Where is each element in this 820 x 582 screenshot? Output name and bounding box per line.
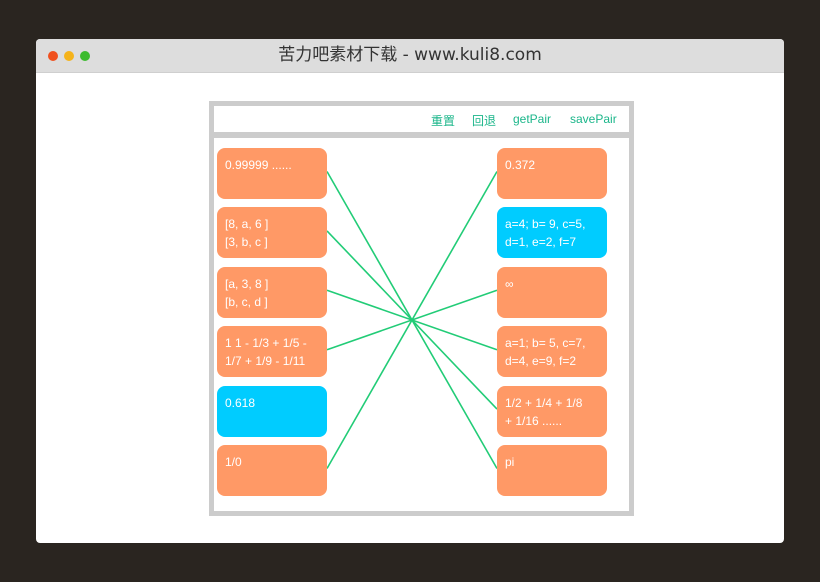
maximize-dot-icon[interactable] (80, 51, 90, 61)
connection-lines (326, 171, 498, 469)
right-item[interactable]: 1/2 + 1/4 + 1/8 + 1/16 ...... (497, 385, 607, 437)
close-dot-icon[interactable] (48, 51, 58, 61)
left-item[interactable]: 0.618 (217, 385, 327, 437)
right-item[interactable]: pi (497, 445, 607, 496)
toolbar: 重置 回退 getPair savePair (214, 106, 629, 138)
right-item[interactable]: a=1; b= 5, c=7, d=4, e=9, f=2 (497, 326, 607, 378)
left-item-text: 0.99999 ...... (225, 158, 292, 172)
right-item-text: a=4; b= 9, c=5, d=1, e=2, f=7 (505, 217, 586, 250)
minimize-dot-icon[interactable] (64, 51, 74, 61)
right-item[interactable]: ∞ (497, 266, 607, 318)
get-pair-button[interactable]: getPair (513, 112, 552, 126)
save-pair-button[interactable]: savePair (570, 112, 617, 126)
matching-panel: 重置 回退 getPair savePair 0.99999 ...... [8,… (209, 101, 634, 516)
left-item[interactable]: [a, 3, 8 ] [b, c, d ] (217, 266, 327, 318)
right-item-text: ∞ (505, 276, 514, 291)
right-item-text: 1/2 + 1/4 + 1/8 + 1/16 ...... (505, 395, 583, 428)
window-titlebar: 苦力吧素材下载 - www.kuli8.com (36, 39, 784, 73)
connection-line (326, 171, 498, 469)
reset-button[interactable]: 重置 (431, 114, 456, 128)
left-item[interactable]: 0.99999 ...... (217, 148, 327, 199)
left-item-text: 0.618 (225, 395, 256, 410)
right-item-text: pi (505, 455, 515, 469)
left-item[interactable]: 1 1 - 1/3 + 1/5 - 1/7 + 1/9 - 1/11 (217, 326, 327, 378)
left-item-text: 1/0 (225, 455, 242, 469)
undo-button[interactable]: 回退 (472, 114, 497, 128)
right-item[interactable]: 0.372 (497, 148, 607, 199)
right-item-text: a=1; b= 5, c=7, d=4, e=9, f=2 (505, 336, 586, 369)
window-title: 苦力吧素材下载 - www.kuli8.com (278, 45, 542, 65)
left-item[interactable]: 1/0 (217, 445, 327, 496)
left-item-text: 1 1 - 1/3 + 1/5 - 1/7 + 1/9 - 1/11 (225, 336, 307, 369)
matching-canvas: 0.99999 ...... [8, a, 6 ] [3, b, c ] [a, 3… (214, 138, 629, 511)
left-item-text: [a, 3, 8 ] [b, c, d ] (225, 276, 269, 309)
right-item[interactable]: a=4; b= 9, c=5, d=1, e=2, f=7 (497, 207, 607, 259)
right-item-text: 0.372 (505, 158, 536, 172)
left-item-text: [8, a, 6 ] [3, b, c ] (225, 217, 269, 250)
browser-window: 苦力吧素材下载 - www.kuli8.com 重置 回退 getPair sa… (36, 39, 784, 543)
left-item[interactable]: [8, a, 6 ] [3, b, c ] (217, 207, 327, 259)
